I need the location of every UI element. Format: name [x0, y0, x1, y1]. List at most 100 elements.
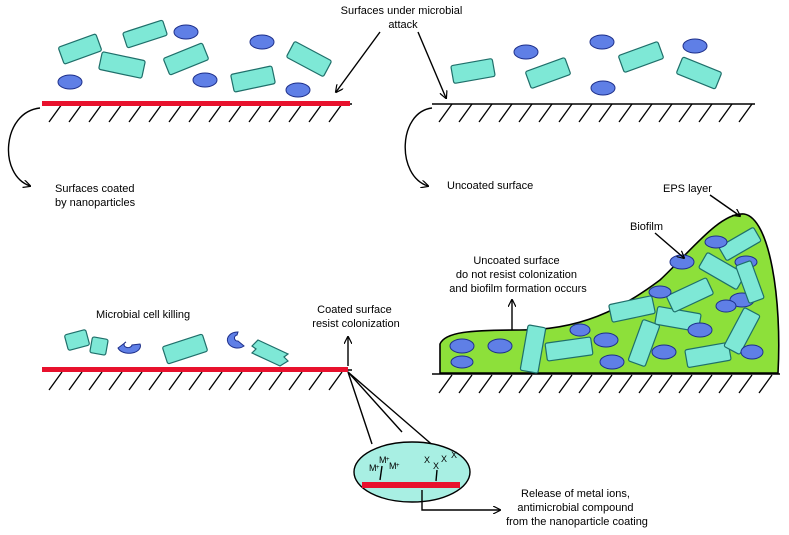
- hatch-mark: [48, 103, 63, 123]
- coccus-bacterium: [57, 74, 83, 90]
- broken-rod-bacterium: [250, 339, 290, 367]
- hatch-mark: [738, 103, 753, 123]
- rod-bacterium: [230, 65, 276, 93]
- uncoated-surface-bottom: [432, 373, 780, 394]
- zoom-line: [347, 371, 373, 445]
- hatch-mark: [288, 103, 303, 123]
- svg-text:+: +: [376, 465, 380, 471]
- hatch-mark: [68, 103, 83, 123]
- hatch-mark: [248, 371, 263, 391]
- hatch-mark: [438, 374, 453, 394]
- svg-text:X: X: [433, 461, 439, 471]
- hatch-mark: [498, 374, 513, 394]
- svg-text:M: M: [369, 463, 377, 473]
- rod-bacterium: [286, 41, 332, 77]
- nanoparticle-coating: [42, 101, 350, 106]
- coccus-bacterium: [192, 72, 218, 88]
- hatch-mark: [88, 103, 103, 123]
- hatch-mark: [128, 103, 143, 123]
- hatch-mark: [618, 374, 633, 394]
- hatch-mark: [458, 103, 473, 123]
- label-coated-by-np: Surfaces coated by nanoparticles: [55, 183, 138, 209]
- hatch-mark: [678, 374, 693, 394]
- hatch-mark: [268, 103, 283, 123]
- svg-text:M: M: [379, 455, 387, 465]
- hatch-mark: [148, 103, 163, 123]
- damaged-coccus: [226, 331, 245, 349]
- biofilm-mass: [439, 213, 780, 374]
- label-microbial-attack: Surfaces under microbial attack: [341, 5, 466, 31]
- hatch-mark: [598, 103, 613, 123]
- hatch-mark: [518, 374, 533, 394]
- coccus-bacterium: [285, 82, 311, 98]
- svg-text:X: X: [424, 455, 430, 465]
- hatch-mark: [658, 374, 673, 394]
- hatch-mark: [288, 371, 303, 391]
- rod-bacterium: [525, 57, 571, 89]
- coccus-bacterium: [682, 38, 708, 54]
- hatch-mark: [518, 103, 533, 123]
- rod-bacterium: [676, 56, 722, 90]
- hatch-mark: [68, 371, 83, 391]
- hatch-mark: [108, 103, 123, 123]
- coccus-bacterium: [589, 34, 615, 50]
- hatch-mark: [108, 371, 123, 391]
- rod-bacterium: [163, 42, 209, 76]
- broken-rod-bacterium: [162, 333, 208, 365]
- hatch-mark: [128, 371, 143, 391]
- killed-microbes: [64, 329, 290, 367]
- svg-text:X: X: [441, 454, 447, 464]
- biofilm-cells: [449, 227, 765, 374]
- hatch-mark: [578, 103, 593, 123]
- uncoated-surface-top: [432, 103, 755, 123]
- svg-text:X: X: [451, 450, 457, 460]
- hatch-mark: [88, 371, 103, 391]
- hatch-mark: [148, 371, 163, 391]
- hatch-mark: [538, 103, 553, 123]
- hatch-mark: [228, 103, 243, 123]
- svg-text:+: +: [396, 463, 400, 469]
- label-biofilm: Biofilm: [630, 221, 663, 233]
- coccus-bacterium: [173, 24, 199, 40]
- hatch-mark: [438, 103, 453, 123]
- arrow-release: [421, 490, 500, 510]
- curved-arrow: [7, 107, 41, 186]
- rod-bacterium: [58, 33, 102, 65]
- hatch-mark: [678, 103, 693, 123]
- hatch-mark: [228, 371, 243, 391]
- coccus-bacterium: [590, 80, 616, 96]
- label-release: Release of metal ions, antimicrobial com…: [506, 488, 648, 528]
- label-uncoated-colonization: Uncoated surface do not resist colonizat…: [449, 255, 587, 295]
- rod-bacterium: [450, 58, 496, 84]
- hatch-mark: [188, 103, 203, 123]
- zoom-line: [347, 371, 403, 433]
- curved-arrow: [404, 107, 433, 186]
- hatch-mark: [328, 371, 343, 391]
- hatch-mark: [558, 374, 573, 394]
- hatch-mark: [538, 374, 553, 394]
- svg-text:M: M: [389, 461, 397, 471]
- arrow-eps: [709, 194, 740, 216]
- broken-rod-bacterium: [89, 336, 109, 356]
- label-uncoated-surface: Uncoated surface: [447, 180, 533, 192]
- inset-zoom: M M M + + + X X X X: [353, 441, 471, 503]
- broken-rod-bacterium: [64, 329, 90, 351]
- microbes-top-right: [450, 34, 722, 96]
- label-coated-resist: Coated surface resist colonization: [312, 304, 399, 330]
- hatch-mark: [308, 371, 323, 391]
- hatch-mark: [718, 103, 733, 123]
- hatch-mark: [168, 371, 183, 391]
- hatch-mark: [498, 103, 513, 123]
- microbes-top-left: [57, 19, 332, 98]
- hatch-mark: [618, 103, 633, 123]
- hatch-mark: [188, 371, 203, 391]
- svg-text:+: +: [386, 457, 390, 463]
- label-cell-killing: Microbial cell killing: [96, 309, 190, 321]
- rod-bacterium: [98, 51, 146, 79]
- antimicrobial-compound: X X X X: [424, 450, 457, 471]
- nanoparticle-coating: [42, 367, 348, 372]
- hatch-mark: [208, 371, 223, 391]
- rod-bacterium: [618, 41, 664, 73]
- coated-surface-top: [42, 101, 352, 123]
